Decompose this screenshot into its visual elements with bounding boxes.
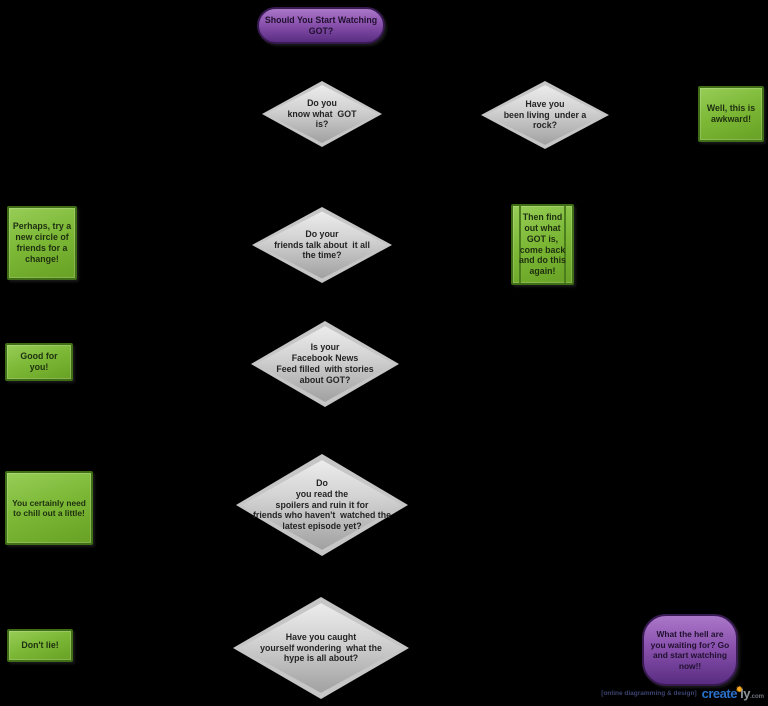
decision-label: Do your friends talk about it all the ti… [274, 228, 370, 261]
decision-label: Have you caught yourself wondering what … [260, 631, 382, 664]
decision-know-what-got[interactable]: Do you know what GOT is? [262, 81, 382, 147]
logo-text-com: .com [749, 694, 764, 700]
decision-friends-talk[interactable]: Do your friends talk about it all the ti… [252, 207, 392, 283]
end-node-label: What the hell are you waiting for? Go an… [650, 629, 730, 671]
result-label: Then find out what GOT is, come back and… [519, 211, 566, 277]
predefined-process-bar-left [519, 206, 521, 283]
end-node[interactable]: What the hell are you waiting for? Go an… [642, 614, 738, 686]
decision-label: Do you read the spoilers and ruin it for… [253, 477, 391, 532]
decision-label: Have you been living under a rock? [503, 98, 587, 131]
result-dont-lie[interactable]: Don't lie! [7, 629, 73, 662]
watermark-tagline: [online diagramming & design] [601, 690, 697, 697]
result-label: You certainly need to chill out a little… [12, 497, 86, 519]
result-label: Well, this is awkward! [706, 103, 756, 124]
start-node-label: Should You Start Watching GOT? [264, 14, 378, 36]
creately-watermark[interactable]: [online diagramming & design] create✹ly.… [601, 685, 764, 701]
decision-label: Is your Facebook News Feed filled with s… [276, 342, 374, 385]
decision-read-spoilers[interactable]: Do you read the spoilers and ruin it for… [236, 454, 408, 556]
decision-label: Do you know what GOT is? [287, 97, 357, 130]
result-label: Good for you! [20, 351, 58, 372]
result-new-circle-of-friends[interactable]: Perhaps, try a new circle of friends for… [7, 206, 77, 280]
decision-living-under-rock[interactable]: Have you been living under a rock? [481, 81, 609, 149]
decision-facebook-feed[interactable]: Is your Facebook News Feed filled with s… [251, 321, 399, 407]
logo-text-create: create [701, 686, 738, 701]
predefined-process-bar-right [564, 206, 566, 283]
start-node[interactable]: Should You Start Watching GOT? [257, 7, 385, 44]
result-chill-out[interactable]: You certainly need to chill out a little… [5, 471, 93, 545]
result-find-out-what-got-is[interactable]: Then find out what GOT is, come back and… [511, 204, 574, 285]
result-label: Perhaps, try a new circle of friends for… [12, 221, 72, 264]
logo-text-ly: ly [740, 686, 750, 701]
result-good-for-you[interactable]: Good for you! [5, 343, 73, 381]
spark-icon: ✹ [735, 685, 743, 694]
creately-logo: create✹ly.com [701, 685, 764, 701]
result-label: Don't lie! [21, 640, 59, 650]
result-awkward[interactable]: Well, this is awkward! [698, 86, 764, 142]
decision-wondering-hype[interactable]: Have you caught yourself wondering what … [233, 597, 409, 699]
